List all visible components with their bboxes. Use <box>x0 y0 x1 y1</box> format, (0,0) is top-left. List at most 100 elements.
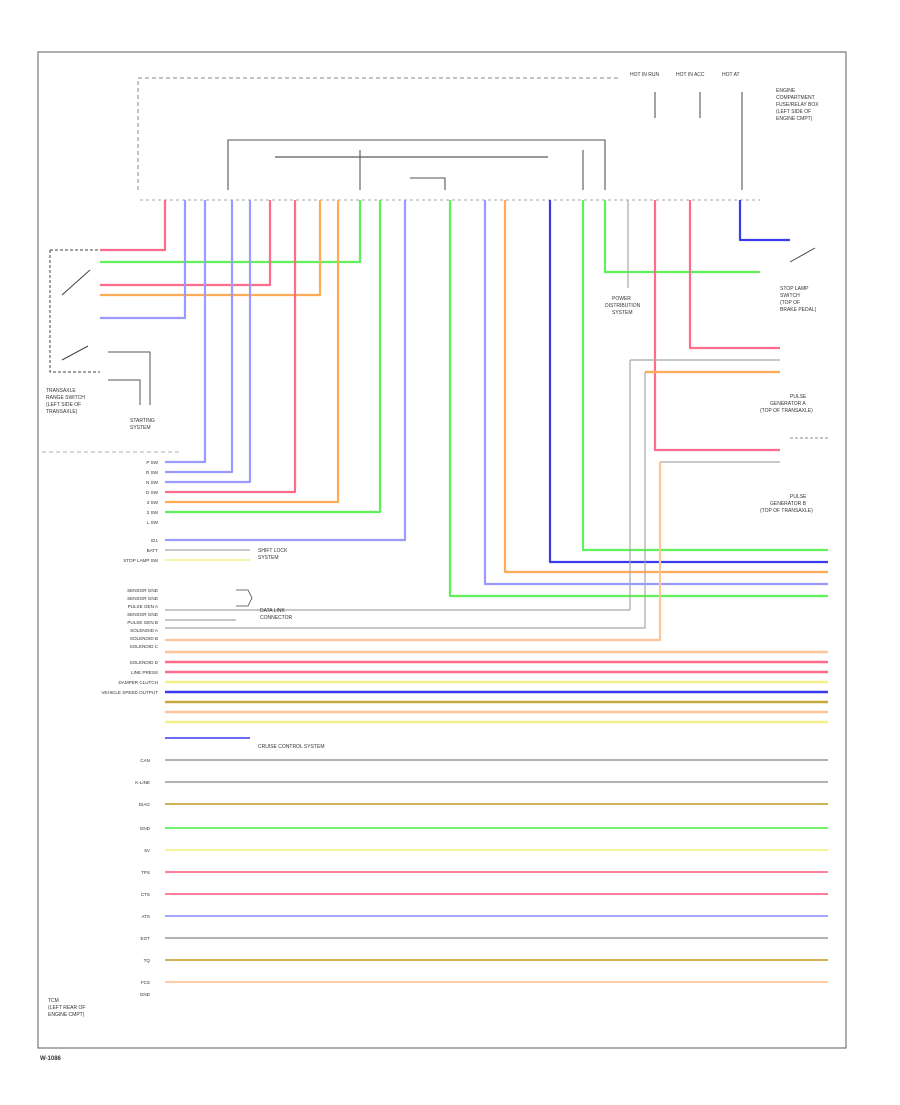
side-systems: SHIFT LOCK SYSTEM DATA LINK CONNECTOR CR… <box>236 548 325 750</box>
data-link-label-0: DATA LINK <box>260 608 285 614</box>
wire-21 <box>738 200 790 242</box>
tcm-pin-label-17: SOLENOID C <box>130 644 159 649</box>
wire-8 <box>165 200 297 494</box>
tcm-pin-label-4: 3 SW <box>147 500 159 505</box>
fuse-header-0: HOT IN RUN <box>630 72 659 78</box>
tcm-pin-label-5: 2 SW <box>147 510 159 515</box>
wire-29 <box>165 462 662 642</box>
tcm-pin-label-3: D SW <box>146 490 159 495</box>
wire-6 <box>165 200 234 474</box>
tcm-pin-label-15: SOLENOID A <box>130 628 159 633</box>
top-bus <box>227 139 606 190</box>
shift-lock-label-0: SHIFT LOCK <box>258 548 288 554</box>
tcm-pin-label-2: N SW <box>146 480 159 485</box>
bottom-box-label-2: ENGINE CMPT) <box>48 1012 85 1018</box>
tcm-pin-label-8: BATT <box>147 548 159 553</box>
pulse-gen-a-label-1: GENERATOR A <box>770 401 806 407</box>
starting-system-label-0: STARTING <box>130 418 155 424</box>
bottom-box-label-0: TCM <box>48 998 59 1004</box>
pulse-gen-b-label-2: (TOP OF TRANSAXLE) <box>760 508 813 514</box>
top-dashed-feed <box>137 77 620 190</box>
stop-lamp-label-0: STOP LAMP <box>780 286 809 292</box>
top-right-fuses: HOT IN RUN HOT IN ACC HOT AT ENGINE COMP… <box>630 72 819 190</box>
starting-system-label-1: SYSTEM <box>130 425 151 431</box>
wire-11 <box>165 200 407 542</box>
wire-3 <box>100 200 322 297</box>
range-switch-label-0: TRANSAXLE <box>46 388 76 394</box>
stop-lamp-label-1: SWITCH <box>780 293 800 299</box>
wire-22 <box>688 200 780 350</box>
tcm-pin-label-7: IG1 <box>151 538 159 543</box>
bottom-box-label-1: (LEFT REAR OF <box>48 1005 85 1011</box>
power-dist-label-2: SYSTEM <box>612 310 633 316</box>
wire-0 <box>100 200 167 252</box>
tcm-pin-label-19: LINE PRESS <box>131 670 158 675</box>
range-switch-label-2: (LEFT SIDE OF <box>46 402 81 408</box>
wire-19 <box>603 200 760 274</box>
tcm-pin-label-14: PULSE GEN B <box>127 620 158 625</box>
tcm-pin-label-10: SENSOR GND <box>127 588 159 593</box>
lower-wire-label-6: CTS <box>141 892 150 897</box>
lower-wire-label-4: 5V <box>144 848 151 853</box>
fuse-box-label-4: ENGINE CMPT) <box>776 116 813 122</box>
shift-lock-label-1: SYSTEM <box>258 555 279 561</box>
wire-2 <box>100 200 272 287</box>
lower-wire-label-11: GND <box>140 992 151 997</box>
tcm-pin-label-11: SENSOR GND <box>127 596 159 601</box>
tcm-pin-label-1: R SW <box>146 470 159 475</box>
wire-1 <box>100 200 362 264</box>
wire-17 <box>548 200 828 564</box>
wire-9 <box>165 200 340 504</box>
pulse-gen-b-label-1: GENERATOR B <box>770 501 807 507</box>
tcm-pin-label-13: SENSOR GND <box>127 612 159 617</box>
wire-5 <box>165 200 207 464</box>
tcm-pin-label-21: VEHICLE SPEED OUTPUT <box>101 690 158 695</box>
fuse-box-label-1: COMPARTMENT <box>776 95 815 101</box>
power-dist-label-1: DISTRIBUTION <box>605 303 641 309</box>
pulse-gen-a-label-0: PULSE <box>790 394 807 400</box>
fuse-header-2: HOT AT <box>722 72 740 78</box>
lower-wire-label-9: TQ <box>144 958 151 963</box>
wire-25 <box>165 360 631 611</box>
data-link-label-1: CONNECTOR <box>260 615 293 621</box>
stop-lamp-label-2: (TOP OF <box>780 300 800 306</box>
fuse-box-label-0: ENGINE <box>776 88 796 94</box>
lower-wire-label-2: DIAG <box>139 802 151 807</box>
range-switch: TRANSAXLE RANGE SWITCH (LEFT SIDE OF TRA… <box>46 249 155 431</box>
range-switch-label-1: RANGE SWITCH <box>46 395 85 401</box>
wire-18 <box>581 200 828 552</box>
lower-wire-label-5: TPS <box>141 870 150 875</box>
outer-frame <box>37 51 847 1049</box>
cruise-label: CRUISE CONTROL SYSTEM <box>258 744 325 750</box>
wire-16 <box>503 200 828 574</box>
wires-group <box>100 200 828 983</box>
wire-7 <box>165 200 252 484</box>
wire-4 <box>100 200 187 320</box>
lower-wire-label-7: ATS <box>141 914 150 919</box>
tcm-pin-label-20: DAMPER CLUTCH <box>118 680 158 685</box>
tcm-pin-label-16: SOLENOID B <box>130 636 158 641</box>
tcm-pin-label-12: PULSE GEN A <box>128 604 159 609</box>
tcm-pin-label-9: STOP LAMP SW <box>123 558 158 563</box>
lower-wire-label-10: FCS <box>141 980 150 985</box>
wire-23 <box>653 200 780 452</box>
wire-14 <box>448 200 828 598</box>
right-labels: STOP LAMP SWITCH (TOP OF BRAKE PEDAL) PO… <box>605 247 828 514</box>
lower-wire-label-8: EGT <box>141 936 151 941</box>
range-switch-label-3: TRANSAXLE) <box>46 409 78 415</box>
wire-10 <box>165 200 382 514</box>
power-dist-label-0: POWER <box>612 296 631 302</box>
lower-wire-label-1: K-LINE <box>135 780 150 785</box>
pulse-gen-b-label-0: PULSE <box>790 494 807 500</box>
fuse-header-1: HOT IN ACC <box>676 72 705 78</box>
lower-wire-label-0: CAN <box>140 758 150 763</box>
wire-15 <box>483 200 828 586</box>
tcm-pin-label-0: P SW <box>146 460 158 465</box>
title-tag: W-1086 <box>40 1056 62 1062</box>
tcm-pin-label-6: L SW <box>147 520 159 525</box>
wire-27 <box>165 372 646 629</box>
